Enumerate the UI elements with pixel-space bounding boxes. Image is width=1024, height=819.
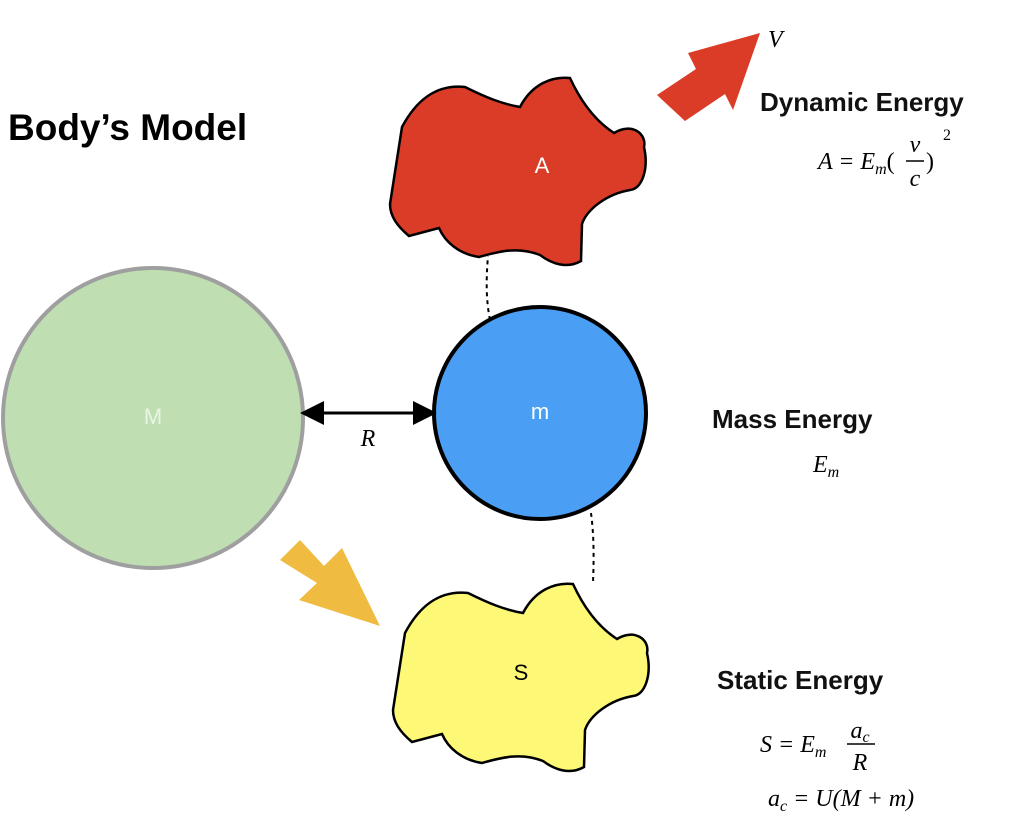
velocity-label: V (768, 27, 785, 53)
gravity-arrow-icon (280, 540, 380, 626)
formula-exp: 2 (943, 127, 951, 144)
s-num-sub: c (862, 729, 869, 746)
s-num-a: a (850, 718, 862, 744)
mass-energy-heading: Mass Energy (712, 404, 873, 434)
formula-num: v (910, 132, 921, 158)
mass-energy-formula: Em (812, 452, 839, 481)
s-num: ac (850, 718, 869, 746)
dynamic-blob-label: A (535, 153, 550, 178)
distance-label: R (360, 426, 376, 452)
mass-symbol: E (812, 452, 828, 478)
formula-close: ) (926, 149, 934, 175)
static-energy-formula: S = Em ac R ac = U(M + m) (760, 718, 914, 815)
dotted-connector-static (590, 512, 595, 583)
s-sub: m (815, 744, 827, 761)
accel-sub: c (780, 798, 787, 815)
large-mass-label: M (144, 404, 162, 429)
dotted-connector-dynamic (485, 255, 491, 321)
s-lhs: S = E (760, 732, 815, 758)
dynamic-energy-heading: Dynamic Energy (760, 87, 964, 117)
velocity-arrow-icon (657, 33, 760, 121)
formula-sub: m (875, 161, 887, 178)
formula-lhs: A = E (816, 149, 875, 175)
accel-rhs: = U(M + m) (787, 786, 914, 812)
svg-text:A = Em(: A = Em( (816, 149, 895, 178)
diagram-title: Body’s Model (8, 107, 247, 148)
static-energy-heading: Static Energy (717, 665, 884, 695)
accel-lhs: a (768, 786, 780, 812)
dynamic-energy-formula: A = Em( v c ) 2 (816, 127, 951, 192)
s-den: R (852, 750, 868, 776)
svg-text:ac = U(M + m): ac = U(M + m) (768, 786, 914, 815)
static-blob-label: S (514, 660, 529, 685)
svg-text:S = Em: S = Em (760, 732, 826, 761)
mass-sub: m (828, 464, 840, 481)
dynamic-energy-blob (388, 76, 647, 267)
formula-den: c (910, 166, 921, 192)
small-mass-label: m (531, 399, 549, 424)
formula-open: ( (887, 149, 895, 175)
